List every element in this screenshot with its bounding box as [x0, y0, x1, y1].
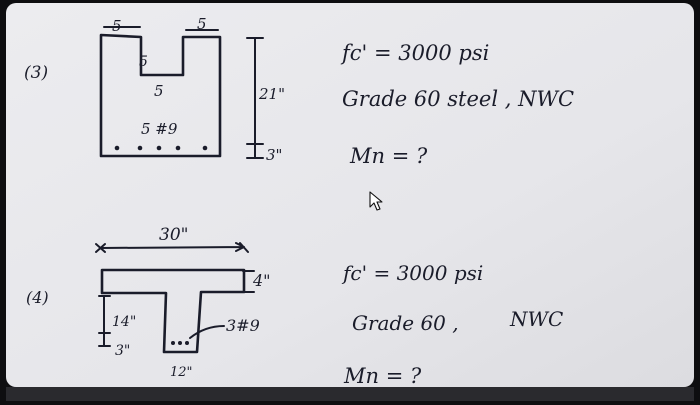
- problem3-dim-top-left: 5: [112, 17, 122, 35]
- problem3-section-outline: [99, 33, 222, 158]
- problem4-number: (4): [26, 288, 49, 307]
- problem3-height-label: 21": [258, 85, 285, 103]
- problem4-web-width-label: 12": [170, 365, 193, 380]
- paper-bottom-shadow: [6, 387, 694, 401]
- problem4-nwc: NWC: [509, 307, 563, 331]
- problem4-tbeam-outline: [100, 268, 246, 354]
- rebar-dot: [178, 341, 182, 345]
- problem4-web-height-dimension: [98, 295, 111, 347]
- problem4-rebar-leader: [189, 325, 225, 339]
- problem4-rebar-label: 3#9: [226, 316, 260, 335]
- problem3-mn: Mn = ?: [349, 144, 428, 168]
- problem4-fc: fc' = 3000 psi: [341, 261, 483, 285]
- problem4-rebar-dots: [171, 341, 189, 345]
- mouse-cursor-icon: [369, 191, 383, 211]
- rebar-dot: [156, 145, 162, 151]
- problem3-rebar-dots: [114, 145, 208, 151]
- problem3-dim-top-right: 5: [197, 15, 207, 33]
- rebar-dot: [185, 341, 189, 345]
- problem4-mn: Mn = ?: [343, 364, 422, 388]
- rebar-dot: [202, 145, 208, 151]
- rebar-dot: [175, 145, 181, 151]
- problem4-flange-width-dimension: [95, 242, 249, 253]
- problem4-flange-width-label: 30": [159, 225, 188, 245]
- problem4-flange-thickness-label: 4": [252, 271, 271, 290]
- problem3-dim-notch-side: 5: [139, 54, 148, 70]
- problem3-fc: fc' = 3000 psi: [340, 41, 489, 65]
- problem3-cover-label: 3": [266, 146, 282, 164]
- rebar-dot: [171, 341, 175, 345]
- problem3-dim-notch-bottom: 5: [154, 82, 164, 100]
- problem4-web-height-label: 14": [112, 314, 136, 330]
- rebar-dot: [137, 145, 143, 151]
- problem3-rebar-label: 5 #9: [141, 120, 178, 138]
- problem3-number: (3): [24, 63, 48, 83]
- problem3-height-dimension-line: [246, 37, 264, 159]
- problem4-cover-label: 3": [115, 343, 130, 359]
- rebar-dot: [114, 145, 120, 151]
- problem4-flange-thickness-bracket: [242, 270, 255, 293]
- problem4-grade: Grade 60 ,: [352, 311, 459, 335]
- problem3-steel: Grade 60 steel , NWC: [342, 87, 574, 111]
- paper-sheet: [6, 3, 694, 387]
